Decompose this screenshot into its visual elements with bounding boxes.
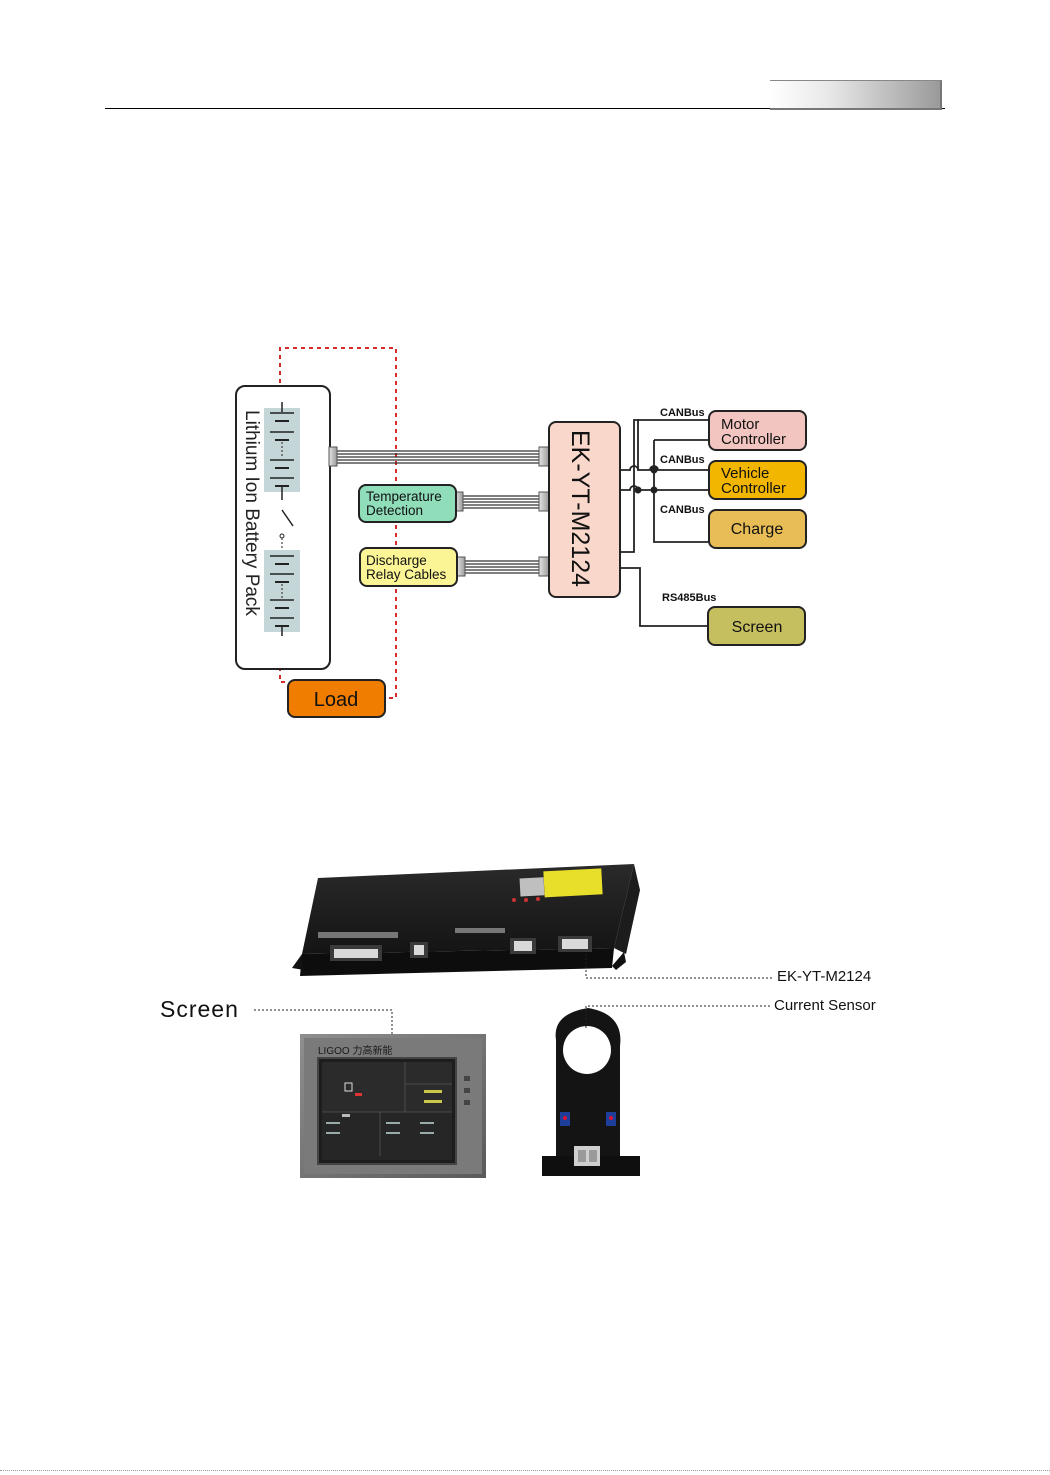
system-diagram: Lithium Ion Battery Pack <box>0 0 1050 760</box>
bus-label-rs485: RS485Bus <box>662 592 716 604</box>
bus-label-canbus-1: CANBus <box>660 407 705 419</box>
current-sensor-photo <box>542 1008 640 1176</box>
battery-cells-upper <box>264 402 300 500</box>
battery-cells-lower <box>264 550 300 636</box>
bus-label-canbus-3: CANBus <box>660 504 705 516</box>
screen-box-label: Screen <box>732 619 783 636</box>
temperature-label-2: Detection <box>366 503 423 518</box>
product-photos: LIGOO 力高新能 <box>0 850 1050 1190</box>
controller-photo <box>292 864 640 976</box>
vehicle-label-2: Controller <box>721 480 786 497</box>
battery-cable <box>336 451 540 463</box>
current-sensor-label: Current Sensor <box>774 997 876 1014</box>
relay-label-1: Discharge <box>366 553 427 568</box>
controller-label: EK-YT-M2124 <box>566 430 594 587</box>
screen-photo-logo: LIGOO 力高新能 <box>318 1044 392 1057</box>
temperature-label-1: Temperature <box>366 489 442 504</box>
bus-label-canbus-2: CANBus <box>660 454 705 466</box>
battery-pack-label: Lithium Ion Battery Pack <box>241 410 262 616</box>
charge-label: Charge <box>731 521 784 538</box>
relay-label-2: Relay Cables <box>366 567 447 582</box>
motor-label-2: Controller <box>721 431 786 448</box>
relay-cable <box>464 561 540 573</box>
controller-photo-label: EK-YT-M2124 <box>777 968 871 985</box>
load-label: Load <box>314 689 359 711</box>
temperature-cable <box>462 496 540 508</box>
footer-rule <box>0 1470 1050 1471</box>
screen-photo-label: Screen <box>160 996 239 1023</box>
